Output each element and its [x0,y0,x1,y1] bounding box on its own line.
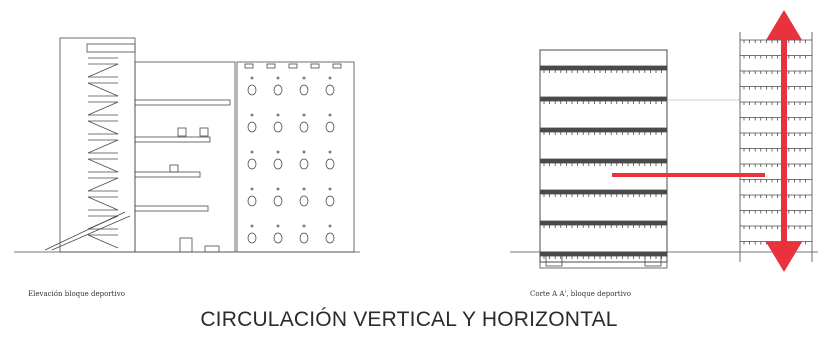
facade-climbing-holds [244,63,342,244]
climbing-hold [273,195,283,207]
ground-block-2 [204,245,220,253]
stair-flight [87,196,119,211]
climbing-hold [299,158,309,170]
right-tower [739,32,813,262]
climbing-hold [325,84,335,96]
main-title: CIRCULACIÓN VERTICAL Y HORIZONTAL [200,308,618,331]
stair-flight [87,158,119,173]
walkway [134,99,231,106]
walkway [134,136,211,143]
climbing-hold [247,121,257,133]
climbing-dot [250,150,254,154]
climbing-hold [273,84,283,96]
climbing-hold [273,121,283,133]
facade-top-marker [332,63,342,69]
tower-cap [86,43,136,53]
facade-top-marker [266,63,276,69]
stair-flight [87,63,119,78]
facade-top-marker [288,63,298,69]
climbing-dot [328,187,332,191]
climbing-hold [299,195,309,207]
facade-top-marker [244,63,254,69]
climbing-dot [302,224,306,228]
climbing-dot [328,76,332,80]
climbing-dot [250,76,254,80]
climbing-hold [325,158,335,170]
climbing-hold [247,158,257,170]
stair-flight [87,177,119,192]
stair-flight [87,101,119,116]
section-slab [539,65,668,71]
climbing-dot [276,150,280,154]
basement [539,251,668,269]
section-slab [539,158,668,164]
section-block [539,49,668,263]
ground-block [179,237,193,253]
climbing-dot [276,76,280,80]
climbing-dot [250,224,254,228]
circulation-arrows [612,10,802,272]
section-drawing [510,32,818,269]
climbing-dot [302,187,306,191]
arrow-head-up [766,10,802,40]
stair-flight [87,139,119,154]
stair-flight [87,82,119,97]
climbing-hold [299,84,309,96]
climbing-hold [325,121,335,133]
walkway-box [199,127,209,137]
base-brace-2 [51,215,131,251]
caption-elevation: Elevación bloque deportivo [28,290,125,298]
stair-tower [59,37,136,253]
climbing-dot [328,113,332,117]
walkway [134,171,201,178]
climbing-hold [299,121,309,133]
base-brace [44,211,126,251]
climbing-dot [328,150,332,154]
section-slab [539,220,668,226]
climbing-dot [328,224,332,228]
stair-flights [87,57,119,249]
stair-flight [87,120,119,135]
climbing-dot [302,113,306,117]
section-floors [539,65,668,259]
climbing-dot [276,224,280,228]
climbing-dot [302,150,306,154]
facade-panel [236,61,355,253]
climbing-dot [250,113,254,117]
walkways [134,99,231,212]
walkway [134,205,209,212]
main-block [134,61,236,253]
caption-section: Corte A A', bloque deportivo [530,290,631,298]
climbing-dot [276,187,280,191]
climbing-dot [276,113,280,117]
section-slab [539,96,668,102]
walkway-box [177,127,187,137]
walkway-box [169,164,179,173]
climbing-hold [325,195,335,207]
elevation-drawing [14,37,360,253]
facade-top-marker [310,63,320,69]
arrow-head-down [766,242,802,272]
climbing-hold [273,158,283,170]
climbing-dot [302,76,306,80]
climbing-hold [247,84,257,96]
climbing-hold [325,232,335,244]
climbing-dot [250,187,254,191]
section-slab [539,127,668,133]
climbing-hold [247,232,257,244]
climbing-hold [247,195,257,207]
climbing-hold [273,232,283,244]
basement-box-right [644,253,662,267]
section-slab [539,189,668,195]
basement-box-left [545,253,563,267]
stair-flight [87,234,119,249]
climbing-hold [299,232,309,244]
